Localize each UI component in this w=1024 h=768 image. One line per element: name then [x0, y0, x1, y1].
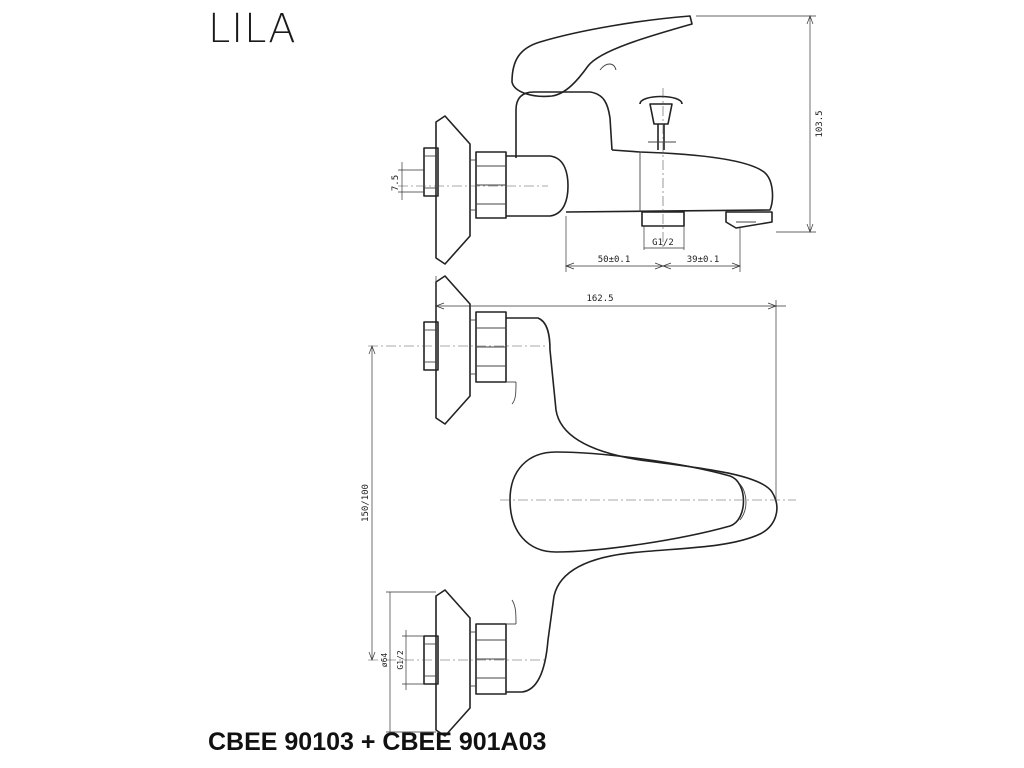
- side-wall-flange: [435, 115, 471, 265]
- upper-wall-flange: [435, 275, 471, 425]
- front-mixer-body: [506, 317, 778, 693]
- product-title: LILA: [208, 6, 297, 52]
- lower-wall-flange: [435, 589, 471, 737]
- dim-overall-height: 103.5: [815, 110, 825, 137]
- lever-inner-edge: [739, 483, 747, 521]
- side-body-column: [515, 91, 613, 158]
- front-lever-handle: [509, 451, 745, 553]
- dim-inlet-spacing: 150/100: [361, 484, 371, 522]
- side-spout: [565, 149, 774, 213]
- model-codes: CBEE 90103 + CBEE 901A03: [208, 728, 547, 756]
- side-connecting-nut: [475, 151, 507, 219]
- side-mixer-body: [506, 155, 569, 217]
- side-diverter-knob: [649, 103, 673, 125]
- top-view: 162.5 150/100 ø64 G1/2: [361, 275, 796, 737]
- lower-connecting-nut: [475, 623, 507, 695]
- dim-inlet-diameter: ø64: [380, 653, 389, 668]
- side-spout-aerator: [725, 211, 773, 229]
- side-lever-handle: [511, 15, 693, 98]
- dim-total-length: 162.5: [586, 294, 613, 304]
- side-view: 103.5 7.5 G1/2 50±0.1 39±0.1: [391, 15, 825, 272]
- dim-outlet-thread: G1/2: [652, 238, 674, 248]
- side-inlet-fitting: [423, 147, 439, 197]
- side-outlet-connector: [641, 211, 685, 227]
- dim-inlet-offset: 7.5: [391, 175, 401, 191]
- dim-outlet-to-spout: 39±0.1: [687, 255, 720, 265]
- dim-inlet-thread: G1/2: [396, 650, 405, 669]
- dim-outlet-to-body: 50±0.1: [598, 255, 631, 265]
